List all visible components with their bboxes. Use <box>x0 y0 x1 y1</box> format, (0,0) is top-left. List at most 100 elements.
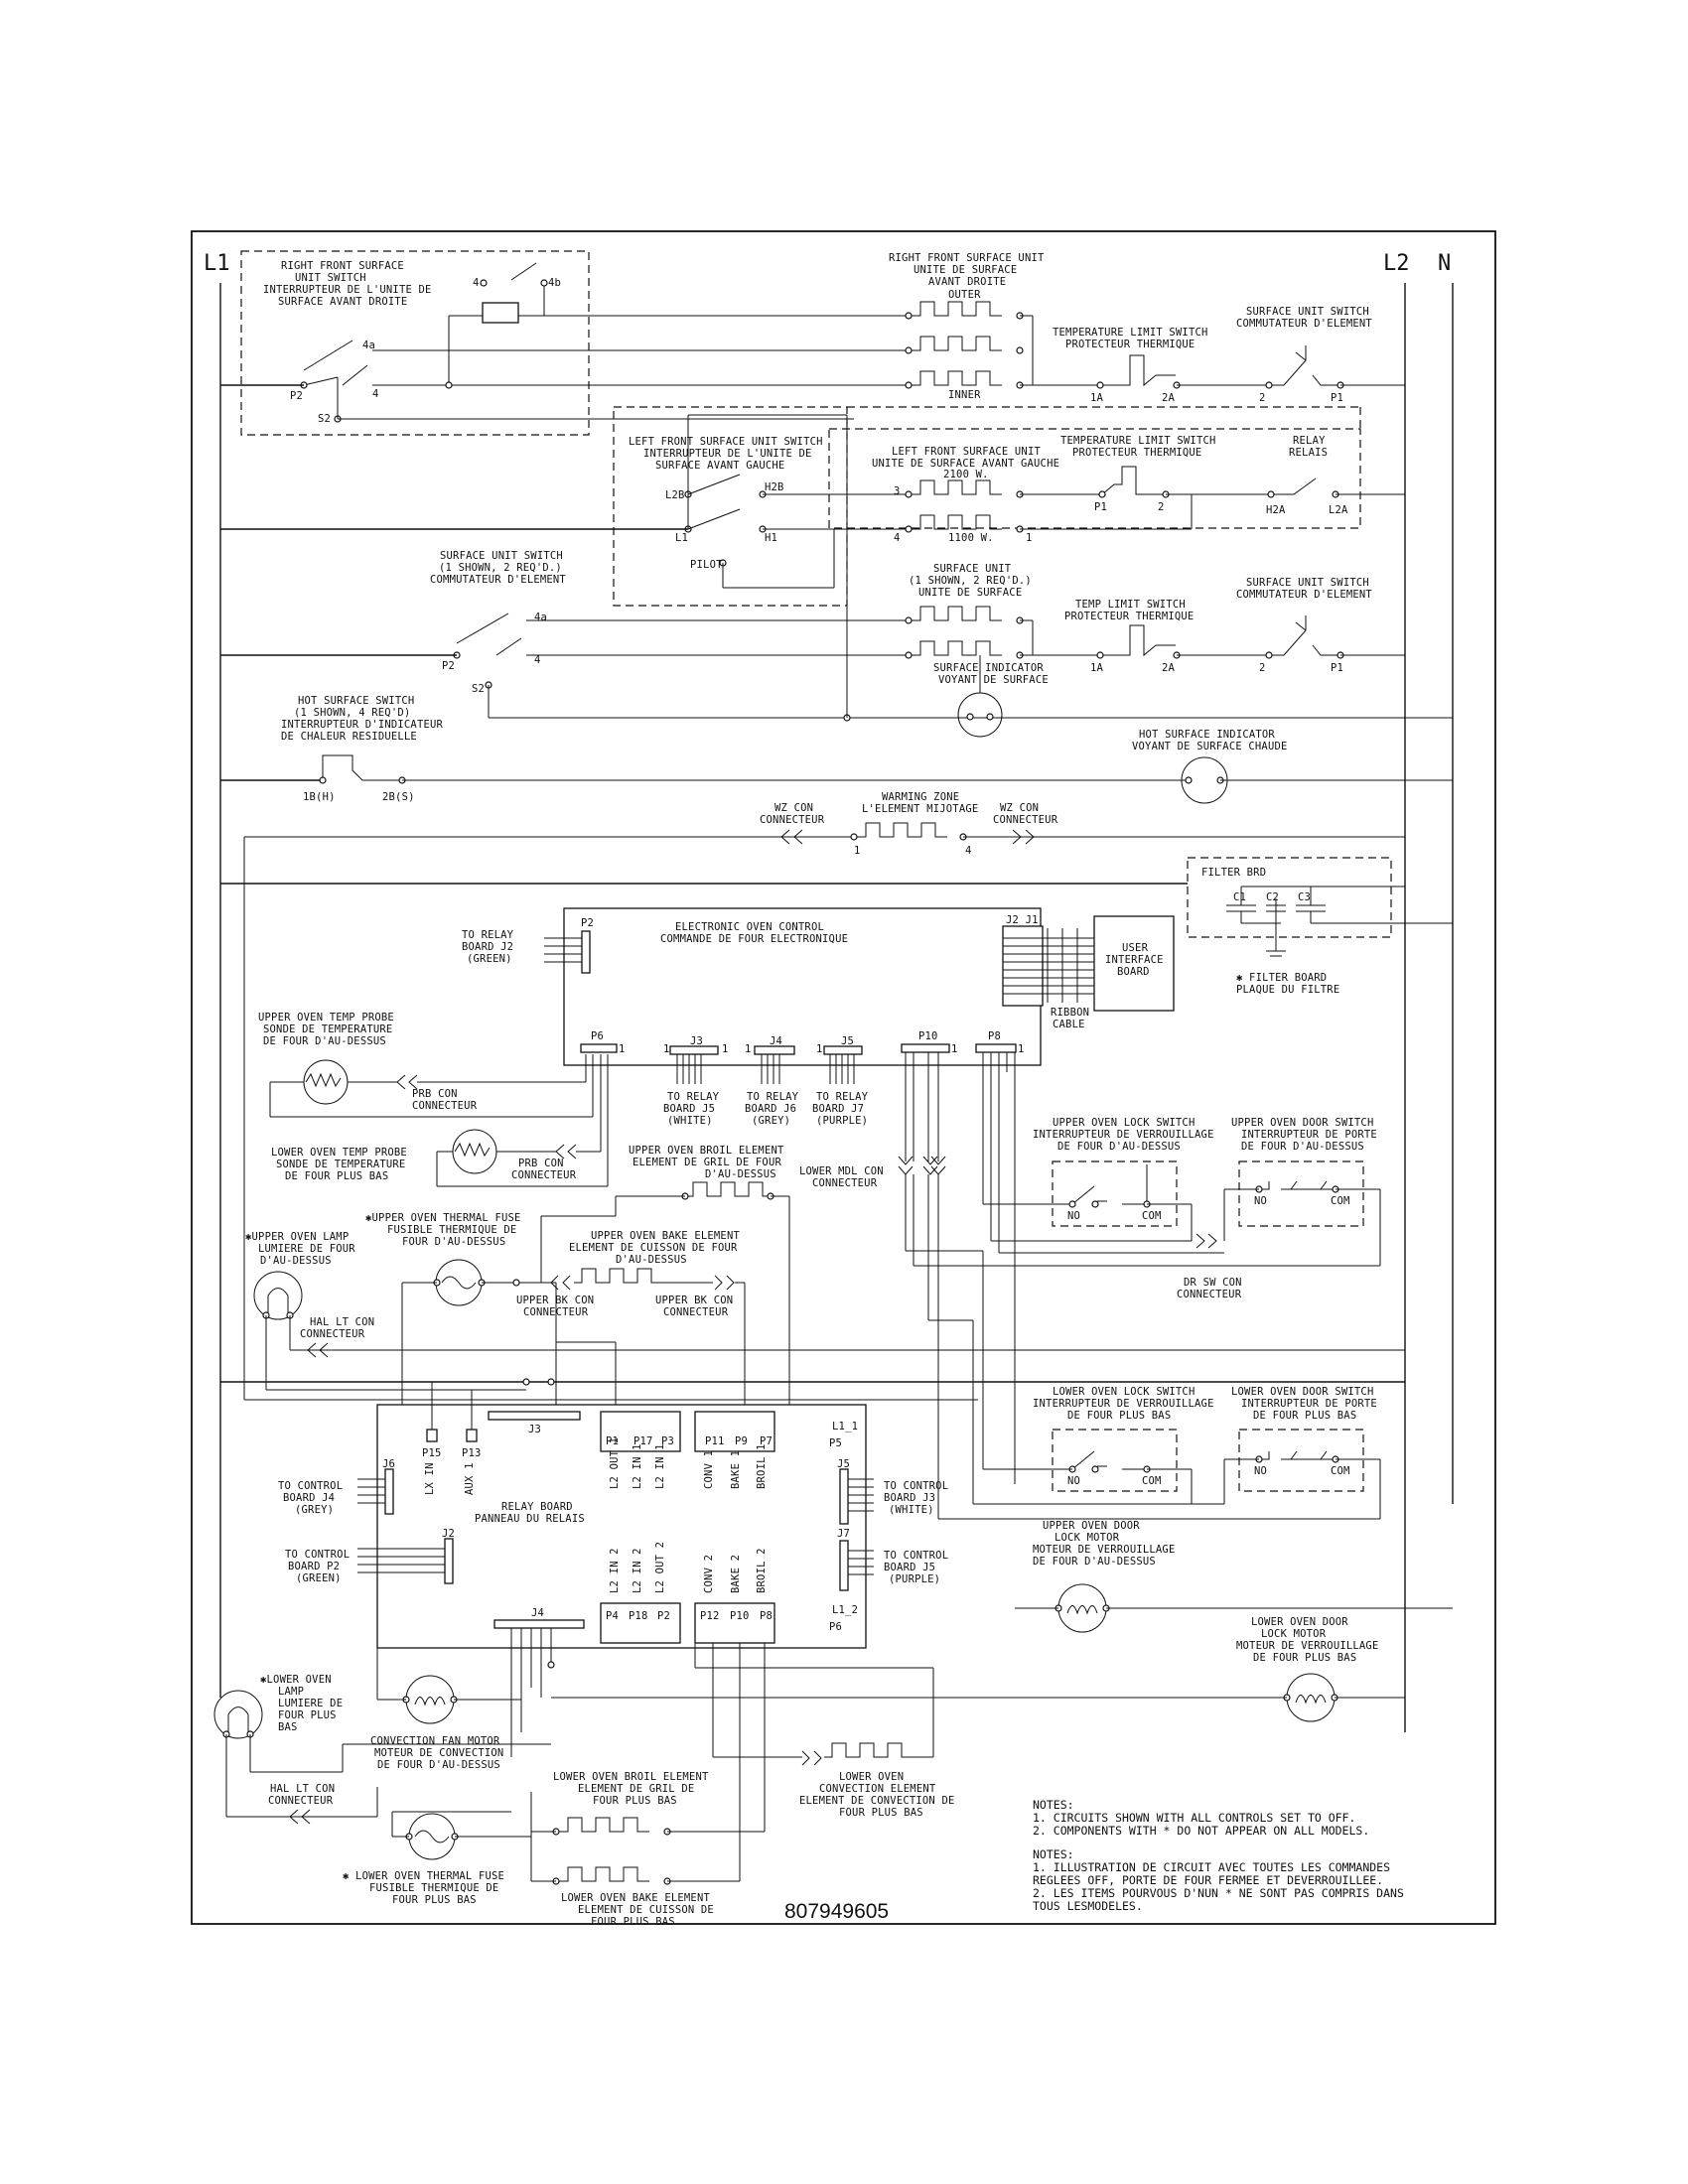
warming-zone-element <box>854 822 947 838</box>
svg-text:C3: C3 <box>1298 891 1311 903</box>
upper-lock-switch <box>1052 1160 1178 1227</box>
svg-text:NO: NO <box>1067 1210 1080 1222</box>
svg-text:1: 1 <box>854 845 861 857</box>
svg-text:P10: P10 <box>918 1030 938 1042</box>
lf-switch-label: LEFT FRONT SURFACE UNIT SWITCH INTERRUPT… <box>629 436 829 472</box>
relay-label: RELAY RELAIS <box>1289 435 1332 459</box>
warming-zone-label: WARMING ZONE L'ELEMENT MIJOTAGE <box>862 791 978 815</box>
svg-text:1A: 1A <box>1090 392 1104 404</box>
lower-oven-convection-element <box>824 1742 910 1758</box>
svg-text:1: 1 <box>745 1043 752 1055</box>
svg-text:OUTER: OUTER <box>948 289 981 301</box>
svg-text:L1_2: L1_2 <box>832 1604 858 1616</box>
svg-text:P15: P15 <box>422 1447 442 1459</box>
lower-oven-temp-probe <box>452 1129 497 1174</box>
svg-text:L1_1: L1_1 <box>832 1421 858 1433</box>
surface-unit-label: SURFACE UNIT (1 SHOWN, 2 REQ'D.) UNITE D… <box>909 563 1038 599</box>
surface-indicator-lamp <box>957 692 1003 738</box>
rf-unit-label: RIGHT FRONT SURFACE UNIT UNITE DE SURFAC… <box>889 252 1051 288</box>
temp-limit-switch-3 <box>1100 624 1176 657</box>
prb-con-lower-label: PRB CON CONNECTEUR <box>511 1158 577 1181</box>
svg-text:4: 4 <box>372 388 379 400</box>
svg-text:L2 IN 1: L2 IN 1 <box>654 1443 666 1489</box>
svg-text:1: 1 <box>1018 1043 1025 1055</box>
svg-text:J5: J5 <box>841 1035 854 1047</box>
svg-text:J2: J2 <box>442 1528 455 1540</box>
svg-text:BAKE 2: BAKE 2 <box>730 1555 742 1593</box>
svg-text:L2 IN 2: L2 IN 2 <box>632 1548 643 1593</box>
svg-text:3: 3 <box>894 485 901 497</box>
lower-oven-door-lock-motor <box>1286 1673 1336 1722</box>
prb-con-upper-label: PRB CON CONNECTEUR <box>412 1088 478 1112</box>
svg-text:P3: P3 <box>661 1435 674 1447</box>
dr-sw-con-label: DR SW CON CONNECTEUR <box>1177 1277 1248 1300</box>
svg-text:1: 1 <box>619 1043 626 1055</box>
svg-text:NO: NO <box>1254 1195 1267 1207</box>
rail-l1-label: L1 <box>204 251 230 276</box>
svg-text:BAKE 1: BAKE 1 <box>730 1450 742 1489</box>
svg-text:P1: P1 <box>1094 501 1107 513</box>
to-control-j4-label: TO CONTROL BOARD J4 (GREY) <box>278 1480 350 1516</box>
svg-text:2: 2 <box>1259 662 1266 674</box>
upper-oven-bake-element <box>574 1268 659 1284</box>
surface-switch-left-label: SURFACE UNIT SWITCH (1 SHOWN, 2 REQ'D.) … <box>430 550 569 586</box>
convection-fan-motor <box>405 1675 455 1724</box>
lower-lock-switch <box>1052 1429 1178 1492</box>
hot-surface-switch <box>322 754 402 781</box>
surface-indicator-label: SURFACE INDICATOR VOYANT DE SURFACE <box>933 662 1050 686</box>
temp-limit-1-label: TEMPERATURE LIMIT SWITCH PROTECTEUR THER… <box>1053 327 1214 350</box>
svg-text:BROIL 2: BROIL 2 <box>756 1548 768 1593</box>
notes-english: NOTES: 1. CIRCUITS SHOWN WITH ALL CONTRO… <box>1033 1798 1369 1838</box>
rf-surface-element <box>909 301 1002 386</box>
lf-surface-element <box>909 479 1002 530</box>
wz-con-right-label: WZ CON CONNECTEUR <box>993 802 1058 826</box>
rf-switch-enclosure <box>240 250 590 436</box>
svg-text:4: 4 <box>534 654 541 666</box>
svg-text:P1: P1 <box>1331 662 1343 674</box>
svg-text:NO: NO <box>1067 1475 1080 1487</box>
svg-text:4: 4 <box>965 845 972 857</box>
temp-limit-3-label: TEMP LIMIT SWITCH PROTECTEUR THERMIQUE <box>1064 599 1194 622</box>
to-relay-j2-label: TO RELAY BOARD J2 (GREEN) <box>462 929 520 965</box>
electronic-oven-control-board <box>563 907 1042 1066</box>
to-relay-j7-label: TO RELAY BOARD J7 (PURPLE) <box>812 1091 875 1127</box>
lower-lock-switch-label: LOWER OVEN LOCK SWITCH INTERRUPTEUR DE V… <box>1033 1386 1220 1422</box>
svg-text:P6: P6 <box>829 1621 842 1633</box>
svg-text:S2: S2 <box>472 683 485 695</box>
to-control-j5-label: TO CONTROL BOARD J5 (PURPLE) <box>884 1550 955 1585</box>
svg-text:P1: P1 <box>1331 392 1343 404</box>
lower-bake-label: LOWER OVEN BAKE ELEMENT ELEMENT DE CUISS… <box>561 1892 720 1928</box>
diagram-border <box>191 230 1496 1925</box>
svg-text:2: 2 <box>1259 392 1266 404</box>
svg-text:C2: C2 <box>1266 891 1279 903</box>
to-relay-j6-label: TO RELAY BOARD J6 (GREY) <box>745 1091 805 1127</box>
svg-text:P12: P12 <box>700 1610 720 1622</box>
convection-fan-label: CONVECTION FAN MOTOR MOTEUR DE CONVECTIO… <box>370 1735 510 1771</box>
upper-oven-temp-probe <box>303 1059 349 1105</box>
svg-text:INNER: INNER <box>948 389 981 401</box>
upper-oven-broil-element <box>685 1181 771 1197</box>
svg-text:2B(S): 2B(S) <box>382 791 415 803</box>
lower-oven-broil-element <box>556 1817 649 1833</box>
to-control-j3-label: TO CONTROL BOARD J3 (WHITE) <box>884 1480 955 1516</box>
svg-text:1100 W.: 1100 W. <box>948 532 994 544</box>
upper-bk-con-right-label: UPPER BK CON CONNECTEUR <box>655 1295 740 1318</box>
svg-text:J7: J7 <box>837 1528 850 1540</box>
relay-contact <box>1269 478 1317 495</box>
surface-switch-1-label: SURFACE UNIT SWITCH COMMUTATEUR D'ELEMEN… <box>1236 306 1375 330</box>
svg-text:L2 OUT 2: L2 OUT 2 <box>654 1542 666 1593</box>
user-interface-board <box>1093 915 1175 1012</box>
svg-text:COM: COM <box>1331 1465 1350 1477</box>
rail-n-label: N <box>1438 251 1451 276</box>
svg-text:P17: P17 <box>633 1435 653 1447</box>
svg-text:P6: P6 <box>591 1030 604 1042</box>
svg-text:L2B: L2B <box>665 489 685 501</box>
svg-text:H2A: H2A <box>1266 504 1286 516</box>
surface-switch-1 <box>1269 345 1307 386</box>
svg-text:L2 IN 1: L2 IN 1 <box>632 1443 643 1489</box>
svg-text:NO: NO <box>1254 1465 1267 1477</box>
lower-mdl-con-label: LOWER MDL CON CONNECTEUR <box>799 1165 890 1189</box>
notes-french: NOTES: 1. ILLUSTRATION DE CIRCUIT AVEC T… <box>1033 1847 1411 1913</box>
svg-text:P5: P5 <box>829 1437 842 1449</box>
lf-unit-label: LEFT FRONT SURFACE UNIT UNITE DE SURFACE… <box>872 446 1066 480</box>
